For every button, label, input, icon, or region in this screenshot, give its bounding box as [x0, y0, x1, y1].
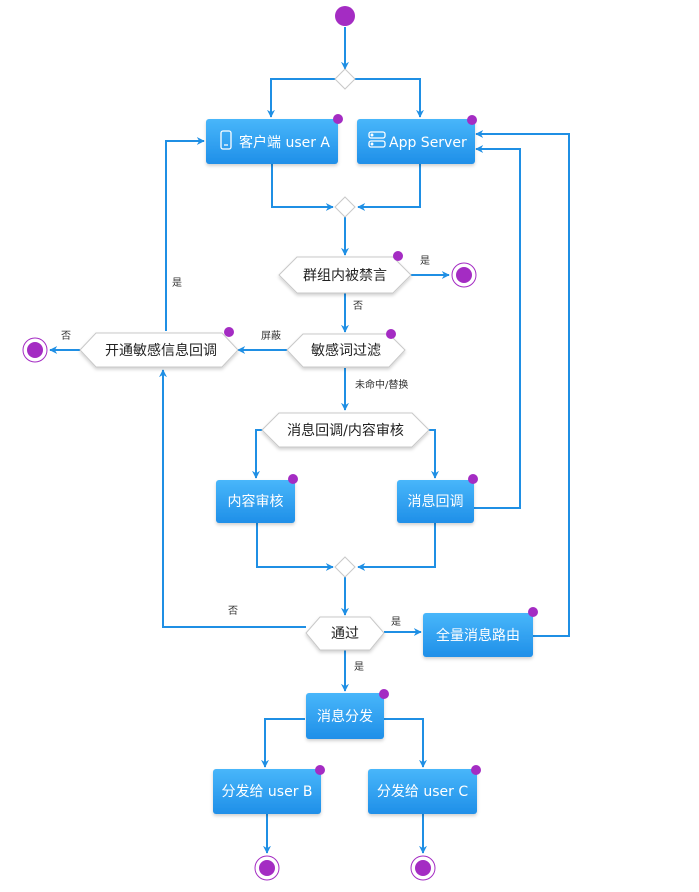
- node-message-callback[interactable]: 消息回调: [397, 474, 478, 523]
- decision-group-banned[interactable]: 群组内被禁言: [278, 251, 412, 294]
- node-content-review-label: 内容审核: [228, 493, 284, 510]
- status-dot: [467, 115, 477, 125]
- edge-label-filter-miss-replace: 未命中/替换: [355, 378, 408, 391]
- edge-fork-to-client-a: [267, 78, 336, 118]
- edge-client-a-to-merge: [271, 164, 334, 211]
- edge-callback-yes-to-client-a: [165, 137, 205, 331]
- node-full-routing[interactable]: 全量消息路由: [423, 607, 538, 657]
- status-dot: [468, 474, 478, 484]
- node-dispatch-label: 消息分发: [317, 708, 373, 725]
- edge-label-pass-no: 否: [228, 605, 238, 617]
- status-dot: [315, 765, 325, 775]
- status-dot: [471, 765, 481, 775]
- edges: [49, 27, 570, 854]
- node-message-callback-label: 消息回调: [408, 493, 464, 510]
- start-node: [335, 6, 355, 26]
- edge-content-review-to-merge: [256, 523, 334, 571]
- node-app-server-label: App Server: [389, 135, 467, 151]
- node-to-user-b-label: 分发给 user B: [221, 784, 312, 800]
- status-dot: [386, 329, 396, 339]
- end-node-callback-no: [22, 337, 48, 363]
- end-node-banned: [451, 262, 477, 288]
- edge-routing-to-app-server: [475, 130, 570, 637]
- status-dot: [288, 474, 298, 484]
- decision-sensitive-callback[interactable]: 开通敏感信息回调: [79, 327, 239, 368]
- edge-app-server-to-merge: [357, 164, 421, 211]
- mobile-phone-icon: [220, 130, 232, 150]
- end-node-user-c: [410, 855, 436, 881]
- edge-dispatch-to-user-c: [384, 718, 427, 768]
- edge-labels: 是 否 屏蔽 未命中/替换 否 是 否 是 是: [61, 255, 430, 673]
- node-full-routing-label: 全量消息路由: [436, 627, 520, 644]
- edge-fork-to-app-server: [354, 78, 424, 118]
- decision-sensitive-filter-label: 敏感词过滤: [311, 342, 381, 359]
- edge-label-pass-yes-route: 是: [391, 616, 401, 628]
- edge-label-filter-block: 屏蔽: [261, 330, 281, 342]
- node-to-user-b[interactable]: 分发给 user B: [213, 765, 325, 814]
- status-dot: [379, 689, 389, 699]
- server-icon: [368, 131, 386, 148]
- decision-pass[interactable]: 通过: [305, 616, 385, 651]
- node-client-a-label: 客户端 user A: [239, 134, 330, 151]
- edge-pass-no-to-callback: [159, 369, 306, 628]
- edge-label-pass-yes-dispatch: 是: [354, 661, 364, 673]
- status-dot: [528, 607, 538, 617]
- edge-label-callback-no: 否: [61, 330, 71, 342]
- node-to-user-c[interactable]: 分发给 user C: [368, 765, 481, 814]
- edge-label-banned-no: 否: [353, 300, 363, 312]
- fork-node-top: [334, 68, 356, 90]
- node-client-a[interactable]: 客户端 user A: [206, 114, 343, 164]
- status-dot: [393, 251, 403, 261]
- node-to-user-c-label: 分发给 user C: [377, 784, 468, 800]
- edge-message-callback-to-app-server: [474, 145, 521, 509]
- end-node-user-b: [254, 855, 280, 881]
- edge-label-banned-yes: 是: [420, 255, 430, 267]
- node-app-server[interactable]: App Server: [357, 115, 477, 164]
- decision-callback-or-review-label: 消息回调/内容审核: [287, 422, 404, 439]
- decision-callback-or-review[interactable]: 消息回调/内容审核: [261, 412, 430, 448]
- status-dot: [333, 114, 343, 124]
- decision-sensitive-callback-label: 开通敏感信息回调: [105, 342, 217, 359]
- merge-node-bottom: [334, 556, 356, 578]
- decision-pass-label: 通过: [331, 626, 359, 642]
- merge-node-middle: [334, 196, 356, 218]
- edge-message-callback-to-merge: [357, 523, 436, 571]
- edge-label-callback-yes: 是: [172, 277, 182, 289]
- decision-sensitive-filter[interactable]: 敏感词过滤: [286, 329, 406, 368]
- node-content-review[interactable]: 内容审核: [216, 474, 298, 523]
- decision-group-banned-label: 群组内被禁言: [303, 268, 387, 284]
- edge-dispatch-to-user-b: [261, 718, 305, 768]
- node-dispatch[interactable]: 消息分发: [306, 689, 389, 739]
- status-dot: [224, 327, 234, 337]
